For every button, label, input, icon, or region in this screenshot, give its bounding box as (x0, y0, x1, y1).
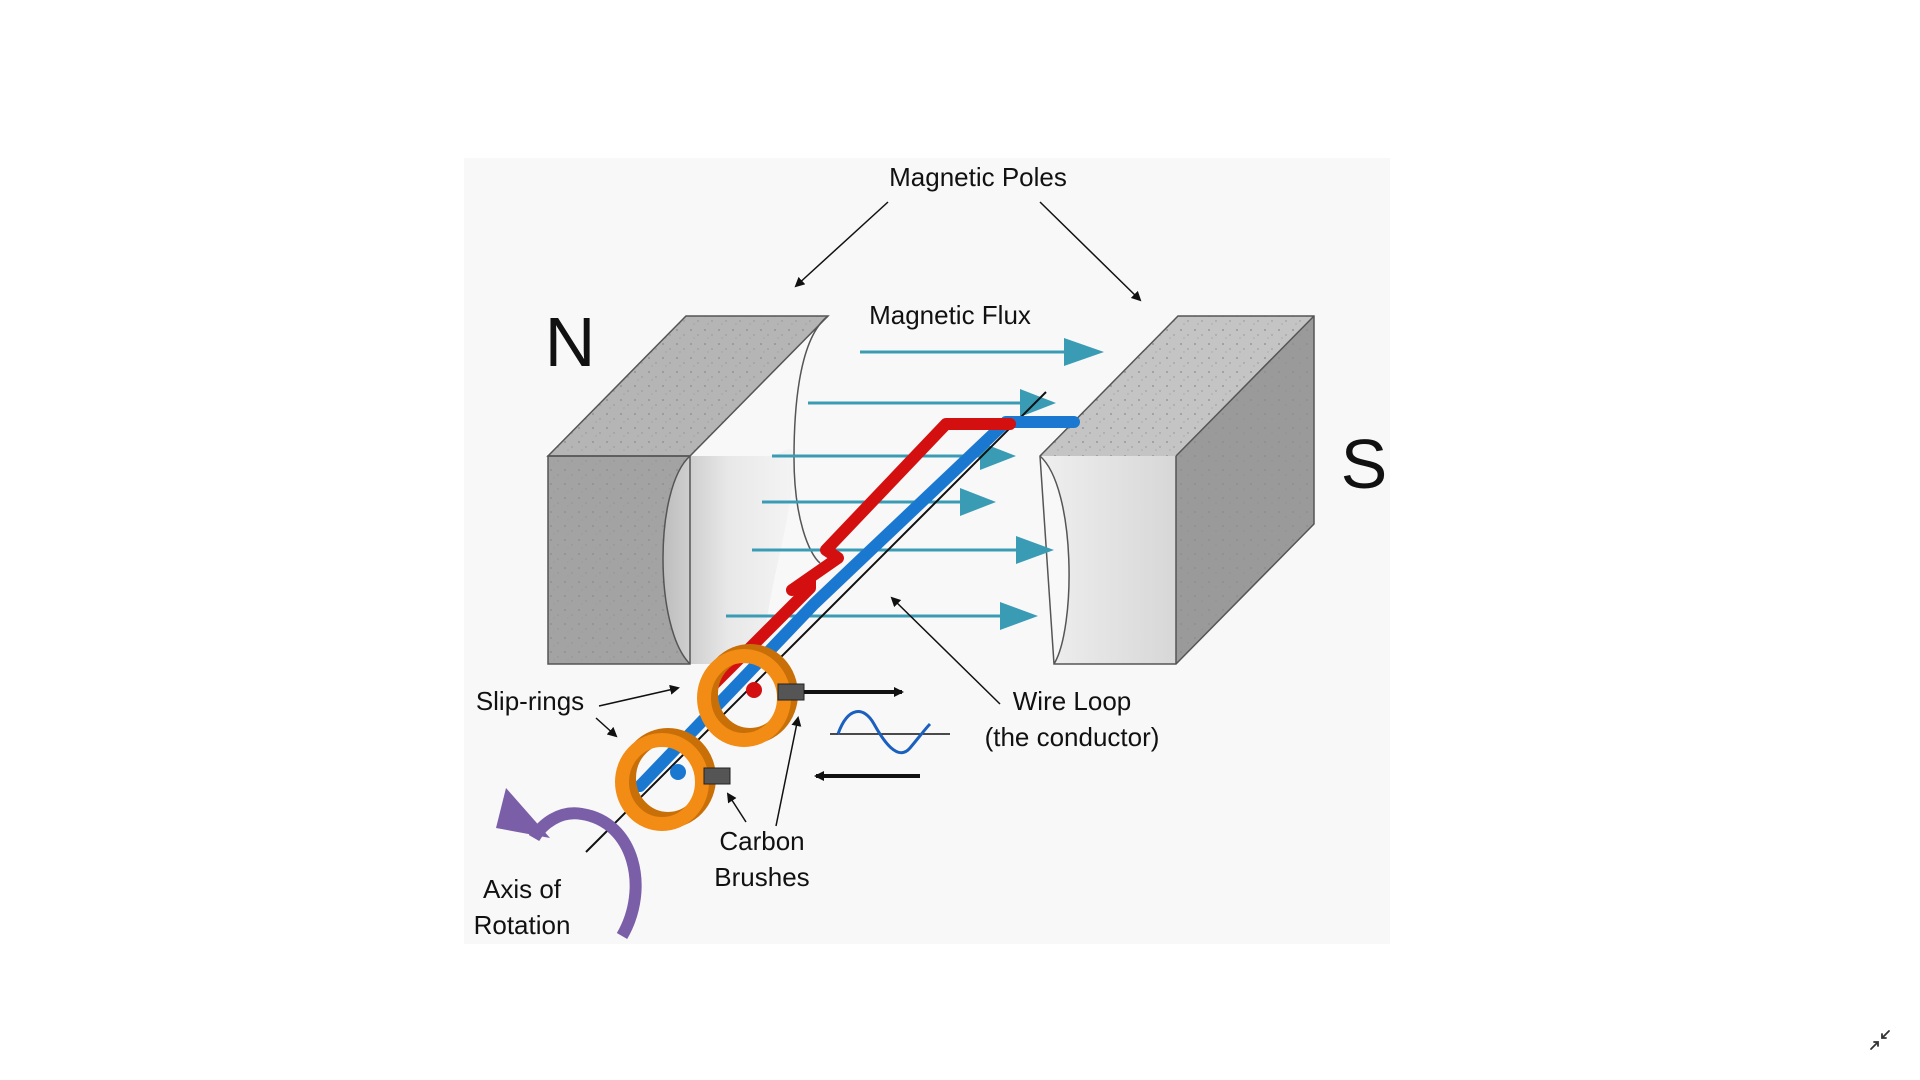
poles-pointer-right (1039, 201, 1142, 302)
rotation-arrow (496, 788, 642, 940)
generator-diagram-svg: Magnetic Poles Magnetic Flux N S Slip-ri… (474, 162, 1388, 940)
carbon-brushes-label-line2: Brushes (714, 862, 809, 892)
north-pole-face (663, 449, 794, 664)
output-signal (804, 687, 950, 781)
wire-loop-label-line1: Wire Loop (1013, 686, 1132, 716)
annotation-pointers (595, 201, 1142, 827)
rotation-arrow-curve (528, 807, 642, 940)
north-pole-label: N (545, 303, 596, 381)
brushes-pointer-lower (726, 792, 747, 823)
brushes-pointer-upper (775, 716, 802, 827)
rotation-axis-line (585, 391, 1047, 853)
slip-rings-label: Slip-rings (476, 686, 584, 716)
north-magnet (546, 315, 830, 665)
wire-red (708, 418, 1016, 690)
magnetic-poles-label: Magnetic Poles (889, 162, 1067, 192)
slip-ring-lower (615, 733, 709, 831)
slip-rings-pointer-lower (595, 717, 618, 738)
slip-rings (615, 644, 798, 831)
wire-loop-pointer (890, 596, 1001, 705)
exit-fullscreen-icon (1870, 1030, 1890, 1050)
carbon-brushes-label-line1: Carbon (719, 826, 804, 856)
rotation-arrow-head (496, 788, 550, 838)
south-pole-face (1040, 456, 1176, 664)
poles-pointer-left (794, 201, 889, 288)
carbon-brush-upper (777, 683, 805, 701)
generator-diagram: Magnetic Poles Magnetic Flux N S Slip-ri… (464, 158, 1390, 944)
south-magnet (1039, 315, 1315, 665)
carbon-brush-lower (703, 767, 731, 785)
axis-of-rotation-label-line1: Axis of (483, 874, 562, 904)
sine-wave (836, 710, 932, 755)
carbon-brushes (703, 683, 805, 785)
magnetic-flux-label: Magnetic Flux (869, 300, 1031, 330)
wire-loop-label-line2: (the conductor) (985, 722, 1160, 752)
south-pole-label: S (1341, 425, 1388, 503)
exit-fullscreen-button[interactable] (1868, 1028, 1892, 1052)
axis-of-rotation-label-line2: Rotation (474, 910, 571, 940)
slip-rings-pointer-upper (598, 684, 680, 707)
